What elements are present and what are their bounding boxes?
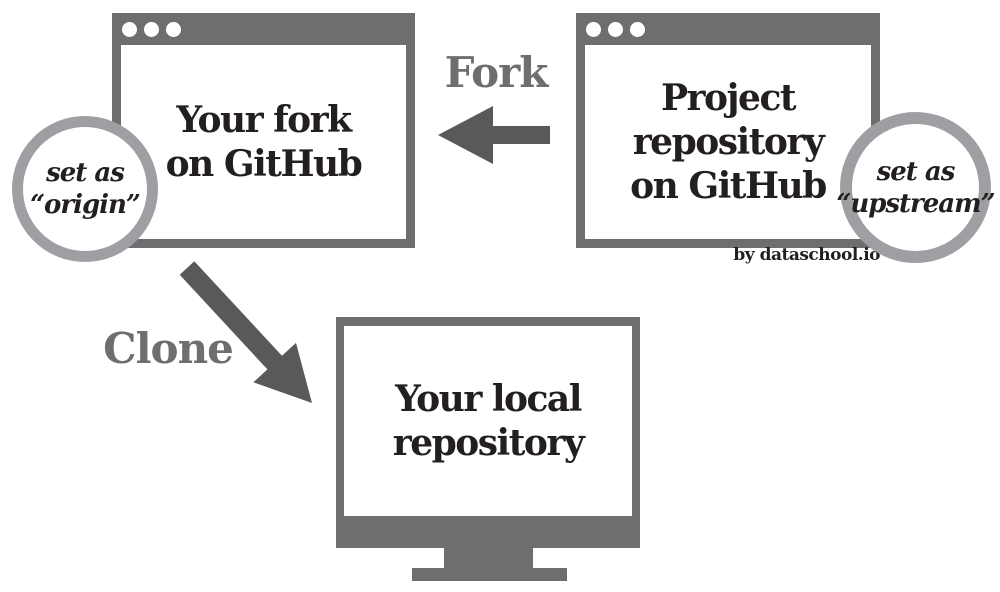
fork-window-body: Your fork on GitHub (121, 45, 406, 239)
monitor-screen: Your local repository (344, 326, 632, 516)
clone-arrow-label: Clone (103, 324, 234, 373)
fork-arrow-label: Fork (444, 48, 549, 97)
window-dot-icon (630, 21, 645, 37)
window-dot-icon (122, 21, 137, 37)
title-line: repository (392, 422, 585, 464)
title-line: repository (632, 121, 825, 163)
project-window-title: Project repository on GitHub (630, 76, 827, 208)
project-window-body: Project repository on GitHub (585, 45, 871, 239)
monitor-stand-base (412, 568, 567, 581)
fork-window-titlebar (112, 13, 415, 45)
window-dot-icon (166, 21, 181, 37)
monitor-title: Your local repository (392, 377, 585, 465)
fork-window: Your fork on GitHub (112, 13, 415, 248)
badge-line: set as (876, 156, 956, 187)
fork-arrow-icon (438, 106, 550, 164)
fork-window-title: Your fork on GitHub (165, 98, 363, 186)
badge-line: “origin” (30, 190, 141, 220)
title-line: on GitHub (630, 165, 827, 207)
badge-line: “upstream” (836, 188, 995, 219)
window-dot-icon (586, 21, 601, 37)
title-line: Project (660, 77, 797, 119)
upstream-badge: set as “upstream” (836, 112, 996, 263)
title-line: Your local (395, 378, 582, 420)
credit-text: by dataschool.io (733, 245, 880, 265)
window-dot-icon (608, 21, 623, 37)
project-window-titlebar (576, 13, 880, 45)
local-repo-monitor: Your local repository (336, 317, 640, 548)
origin-badge: set as “origin” (12, 116, 158, 262)
monitor-stand-neck (444, 548, 533, 568)
title-line: on GitHub (165, 143, 363, 185)
title-line: Your fork (176, 99, 352, 141)
window-dot-icon (144, 21, 159, 37)
project-window: Project repository on GitHub (576, 13, 880, 248)
badge-line: set as (46, 158, 125, 188)
